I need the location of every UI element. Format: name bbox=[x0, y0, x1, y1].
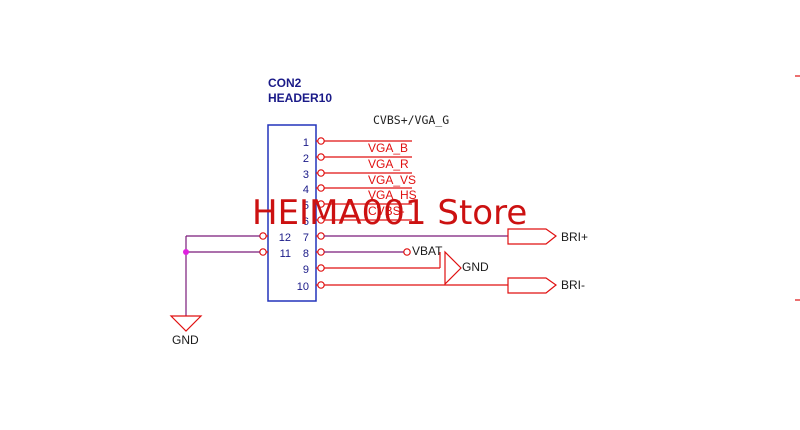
watermark-text: HEIMA001 Store bbox=[252, 193, 528, 233]
pin-marker-1 bbox=[317, 137, 325, 145]
pin-marker-10 bbox=[317, 281, 325, 289]
purple-net-wires bbox=[185, 235, 508, 316]
pin-number-8: 8 bbox=[303, 248, 309, 260]
red-net-wires bbox=[324, 140, 508, 286]
pin-number-5: 5 bbox=[303, 200, 309, 212]
connector-ref-label: CON2 bbox=[268, 76, 302, 90]
pin-marker-2 bbox=[317, 153, 325, 161]
pin-number-6: 6 bbox=[303, 216, 309, 228]
bri-plus-port-icon bbox=[507, 228, 558, 245]
pin-number-2: 2 bbox=[303, 153, 309, 165]
net-label-bri-minus: BRI- bbox=[561, 278, 585, 292]
pin-number-3: 3 bbox=[303, 169, 309, 181]
pin-marker-3 bbox=[317, 169, 325, 177]
net-label-cvbs-vga-g: CVBS+/VGA_G bbox=[373, 113, 449, 127]
pin-marker-11 bbox=[259, 248, 267, 256]
gnd-right-symbol-icon bbox=[444, 250, 462, 286]
net-label-bri-plus: BRI+ bbox=[561, 230, 588, 244]
net-label-cvbs-minus: CVBS- bbox=[368, 204, 405, 218]
net-label-group: VGA_B VGA_R VGA_VS VGA_HS CVBS- bbox=[368, 141, 417, 218]
junction-dot bbox=[183, 249, 189, 255]
connector-body bbox=[267, 124, 317, 302]
pin-marker-8 bbox=[317, 248, 325, 256]
net-label-vga-vs: VGA_VS bbox=[368, 173, 416, 187]
vbat-terminal-icon bbox=[403, 248, 411, 256]
pin-number-4: 4 bbox=[303, 184, 309, 196]
pin-marker-9 bbox=[317, 264, 325, 272]
bri-minus-port-icon bbox=[507, 277, 558, 294]
pin-stubs-left bbox=[259, 232, 268, 256]
gnd-left-symbol-icon bbox=[169, 315, 203, 332]
pin-number-11: 11 bbox=[280, 248, 291, 260]
pin-marker-7 bbox=[317, 232, 325, 240]
net-label-vga-hs: VGA_HS bbox=[368, 188, 417, 202]
pin-number-10: 10 bbox=[297, 281, 309, 293]
net-label-vga-r: VGA_R bbox=[368, 157, 409, 171]
net-label-gnd-right: GND bbox=[462, 260, 489, 274]
net-label-gnd-left: GND bbox=[172, 333, 199, 347]
pin-number-9: 9 bbox=[303, 264, 309, 276]
connector-part-label: HEADER10 bbox=[268, 91, 332, 105]
pin-marker-12 bbox=[259, 232, 267, 240]
pin-number-group: 1 2 3 4 5 6 7 8 9 10 12 11 bbox=[279, 137, 309, 293]
pin-number-7: 7 bbox=[303, 232, 309, 244]
pin-number-12: 12 bbox=[279, 232, 291, 244]
net-label-vbat: VBAT bbox=[412, 244, 443, 258]
pin-marker-4 bbox=[317, 184, 325, 192]
net-label-vga-b: VGA_B bbox=[368, 141, 408, 155]
pin-number-1: 1 bbox=[303, 137, 309, 149]
